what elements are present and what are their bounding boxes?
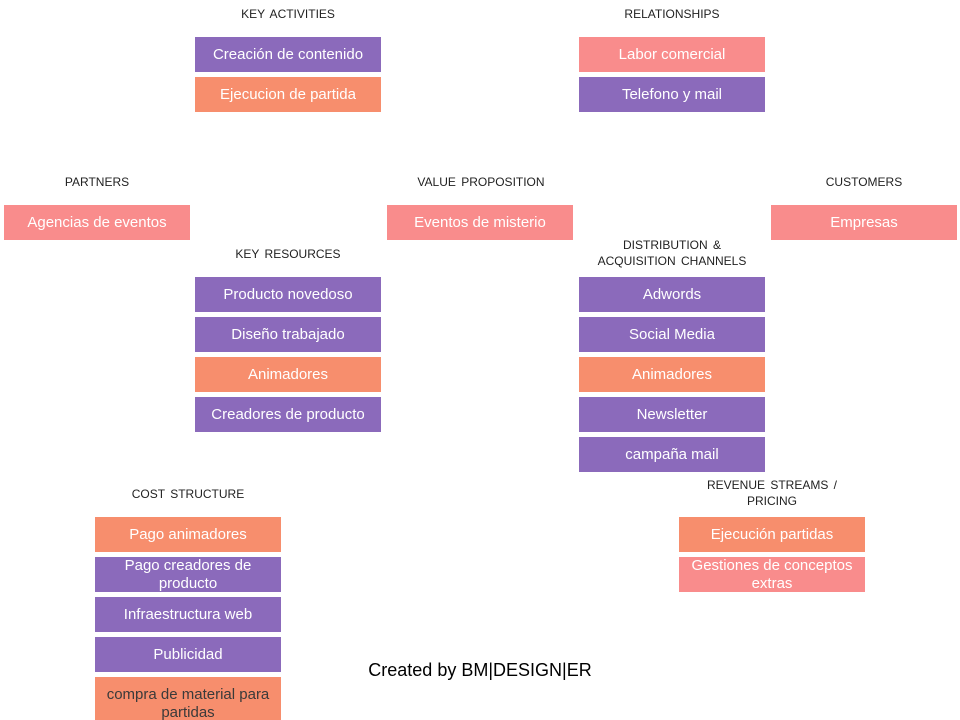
channel-box: Social Media (579, 317, 765, 352)
revenue-box: Gestiones de conceptos extras (679, 557, 865, 592)
revenue-box: Ejecución partidas (679, 517, 865, 552)
customer-box: Empresas (771, 205, 957, 240)
customers-heading: CUSTOMERS (825, 175, 903, 189)
footer-credit: Created by BM|DESIGN|ER (368, 660, 592, 680)
cost-box: Pago creadores de producto (95, 557, 281, 592)
relationship-box: Labor comercial (579, 37, 765, 72)
cost-box: Publicidad (95, 637, 281, 672)
key-resource-box: Diseño trabajado (195, 317, 381, 352)
partner-box: Agencias de eventos (4, 205, 190, 240)
key-resource-box: Animadores (195, 357, 381, 392)
value-proposition-box: Eventos de misterio (387, 205, 573, 240)
cost-box: Pago animadores (95, 517, 281, 552)
partners-heading: PARTNERS (64, 175, 130, 189)
cost-structure-heading: COST STRUCTURE (131, 487, 245, 501)
cost-box: Infraestructura web (95, 597, 281, 632)
cost-box: compra de material para partidas (95, 677, 281, 720)
key-activity-box: Creación de contenido (195, 37, 381, 72)
key-activities-heading: KEY ACTIVITIES (241, 7, 335, 21)
distribution-heading: DISTRIBUTION & ACQUISITION CHANNELS (597, 238, 747, 268)
value-proposition-heading: VALUE PROPOSITION (417, 175, 545, 189)
key-resource-box: Producto novedoso (195, 277, 381, 312)
revenue-streams-heading: REVENUE STREAMS / PRICING (706, 478, 838, 508)
channel-box: Newsletter (579, 397, 765, 432)
key-activity-box: Ejecucion de partida (195, 77, 381, 112)
relationships-heading: RELATIONSHIPS (624, 7, 720, 21)
key-resources-heading: KEY RESOURCES (235, 247, 341, 261)
channel-box: Animadores (579, 357, 765, 392)
key-resource-box: Creadores de producto (195, 397, 381, 432)
channel-box: campaña mail (579, 437, 765, 472)
channel-box: Adwords (579, 277, 765, 312)
relationship-box: Telefono y mail (579, 77, 765, 112)
